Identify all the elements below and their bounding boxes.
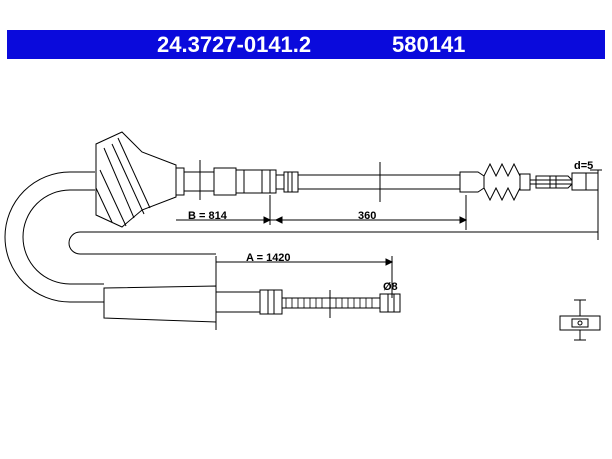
upper-end-taper	[535, 175, 573, 189]
lower-sleeve	[103, 285, 217, 323]
upper-sleeve	[183, 171, 215, 192]
end-diameter-label: d=5	[574, 160, 593, 172]
part-number: 24.3727-0141.2	[157, 32, 312, 57]
diameter-label: Ø8	[383, 281, 398, 293]
upper-nut	[213, 167, 237, 196]
dim-a-label: A = 1420	[246, 252, 291, 264]
upper-coupling	[459, 171, 485, 193]
cable-sheath-inner	[22, 189, 104, 285]
upper-collar	[175, 167, 185, 196]
threaded-rod	[285, 298, 373, 308]
upper-crimp	[283, 171, 299, 193]
upper-hex-fitting	[235, 169, 277, 194]
lower-nut	[259, 289, 283, 315]
lower-ferrule	[215, 291, 261, 313]
upper-end-sleeve	[519, 173, 531, 191]
upper-ferrule	[275, 174, 285, 190]
upper-end-nipple	[571, 172, 599, 191]
dim-360-label: 360	[358, 210, 376, 222]
end-fitting-detail	[559, 299, 601, 341]
inner-cable-loop	[68, 231, 598, 255]
dim-b-label: B = 814	[188, 210, 228, 222]
lower-end-nipple	[379, 293, 401, 313]
reference-number: 580141	[392, 32, 466, 57]
upper-bellows	[483, 162, 521, 202]
rubber-grommet	[95, 131, 177, 228]
cable-sheath-outer	[4, 171, 104, 303]
title-banner: 24.3727-0141.2 580141	[7, 30, 605, 59]
